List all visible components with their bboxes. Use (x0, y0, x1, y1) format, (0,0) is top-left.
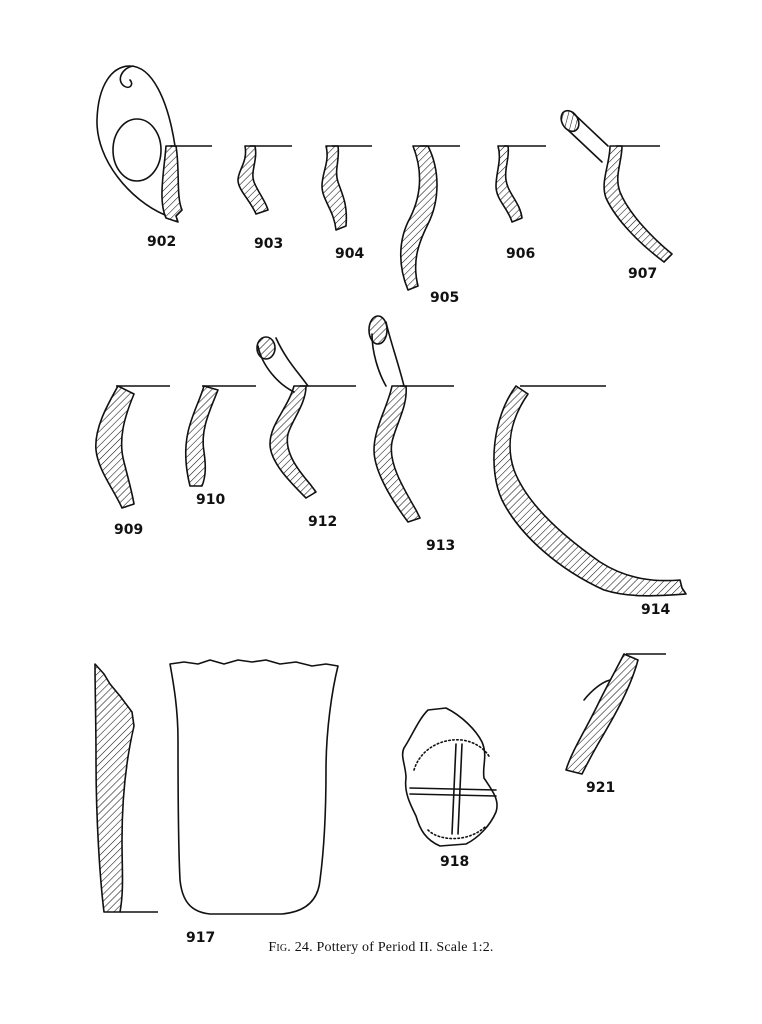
sherd-902-label: 902 (147, 234, 176, 250)
sherd-902-handle (96, 65, 176, 216)
sherd-904-label: 904 (335, 246, 364, 262)
sherd-902-handle-hole (112, 118, 162, 182)
sherd-904-section (321, 145, 348, 231)
sherd-917: 917 (94, 659, 339, 946)
sherd-909: 909 (95, 385, 170, 538)
sherd-921-label: 921 (586, 780, 615, 796)
figure-label: Fig. (268, 940, 291, 955)
sherd-910-label: 910 (196, 492, 225, 508)
sherd-907-section (603, 145, 673, 263)
sherd-913: 913 (368, 315, 455, 554)
sherd-909-section (95, 385, 135, 509)
sherd-913-handle-section (368, 315, 388, 345)
sherd-921-section (565, 653, 639, 775)
sherd-917-label: 917 (186, 930, 215, 946)
sherd-906-label: 906 (506, 246, 535, 262)
sherd-906-section (495, 145, 523, 223)
sherd-902-section (161, 145, 183, 223)
sherd-912: 912 (256, 336, 356, 530)
sherd-905-section (399, 145, 438, 291)
sherd-918: 918 (401, 707, 498, 870)
sherd-914-section (493, 385, 687, 597)
sherd-910-section (185, 385, 219, 487)
sherd-918-outline (401, 707, 498, 847)
sherd-912-section (269, 385, 317, 499)
sherd-906: 906 (495, 145, 546, 262)
sherd-913-label: 913 (426, 538, 455, 554)
sherd-903-label: 903 (254, 236, 283, 252)
sherd-913-section (373, 385, 421, 523)
sherd-902: 902 (96, 65, 212, 250)
sherd-902-handle-loop (119, 65, 134, 89)
sherd-921-lug (583, 679, 611, 701)
sherd-918-stamp-horizontal (409, 787, 497, 791)
sherd-903: 903 (237, 145, 292, 252)
sherd-918-label: 918 (440, 854, 469, 870)
sherd-907: 907 (560, 109, 673, 282)
sherd-903-section (237, 145, 269, 215)
sherd-909-label: 909 (114, 522, 143, 538)
sherd-917-section (94, 663, 135, 913)
figure-caption: Fig. 24. Pottery of Period II. Scale 1:2… (0, 940, 762, 956)
sherd-912-handle-section (256, 336, 276, 360)
figure-title: Pottery of Period II. (316, 940, 433, 955)
figure-number: 24. (294, 940, 313, 955)
sherd-914-label: 914 (641, 602, 670, 618)
sherd-914: 914 (493, 385, 687, 618)
sherd-921: 921 (565, 653, 666, 796)
sherd-918-stamp-ring (413, 739, 491, 771)
sherd-918-stamp-ring-lower (427, 825, 487, 840)
sherd-917-vessel-outline (169, 659, 339, 915)
sherd-905-label: 905 (430, 290, 459, 306)
sherd-918-stamp-horizontal-inner (409, 793, 497, 797)
sherd-905: 905 (399, 145, 460, 306)
sherd-912-label: 912 (308, 514, 337, 530)
sherd-907-handle-section (560, 109, 580, 133)
sherd-910: 910 (185, 385, 256, 508)
sherd-904: 904 (321, 145, 372, 262)
sherd-907-label: 907 (628, 266, 657, 282)
figure-scale: Scale 1:2. (436, 940, 494, 955)
